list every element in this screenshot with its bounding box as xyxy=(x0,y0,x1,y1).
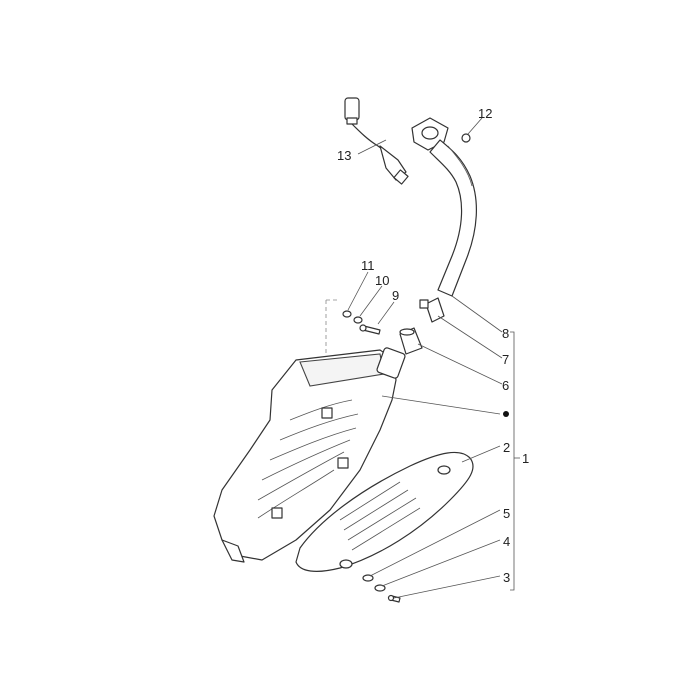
oxygen-sensor-part xyxy=(344,97,409,185)
washer-part-4 xyxy=(374,584,386,592)
callout-2: 2 xyxy=(503,440,510,455)
callout-8: 8 xyxy=(502,326,509,341)
washer-part-5 xyxy=(362,574,374,582)
callout-5: 5 xyxy=(503,506,510,521)
callout-6: 6 xyxy=(502,378,509,393)
washer-part-10 xyxy=(353,316,363,324)
leader-lines xyxy=(347,117,520,599)
callout-1: 1 xyxy=(522,451,529,466)
callout-3: 3 xyxy=(503,570,510,585)
callout-7: 7 xyxy=(502,352,509,367)
gasket-part xyxy=(399,327,423,355)
heat-shield-part xyxy=(295,451,474,572)
callout-13: 13 xyxy=(337,148,351,163)
nut-part xyxy=(461,133,471,143)
exhaust-header-pipe xyxy=(411,117,477,297)
screw-part-3 xyxy=(387,594,401,603)
screw-part-9 xyxy=(359,324,381,335)
callout-4: 4 xyxy=(503,534,510,549)
muffler-body xyxy=(213,347,406,563)
callout-10: 10 xyxy=(375,273,389,288)
washer-part-11 xyxy=(342,310,352,318)
clamp-part xyxy=(419,297,445,323)
callout-9: 9 xyxy=(392,288,399,303)
reference-dot xyxy=(503,411,509,417)
callout-11: 11 xyxy=(361,258,375,273)
callout-12: 12 xyxy=(478,106,492,121)
